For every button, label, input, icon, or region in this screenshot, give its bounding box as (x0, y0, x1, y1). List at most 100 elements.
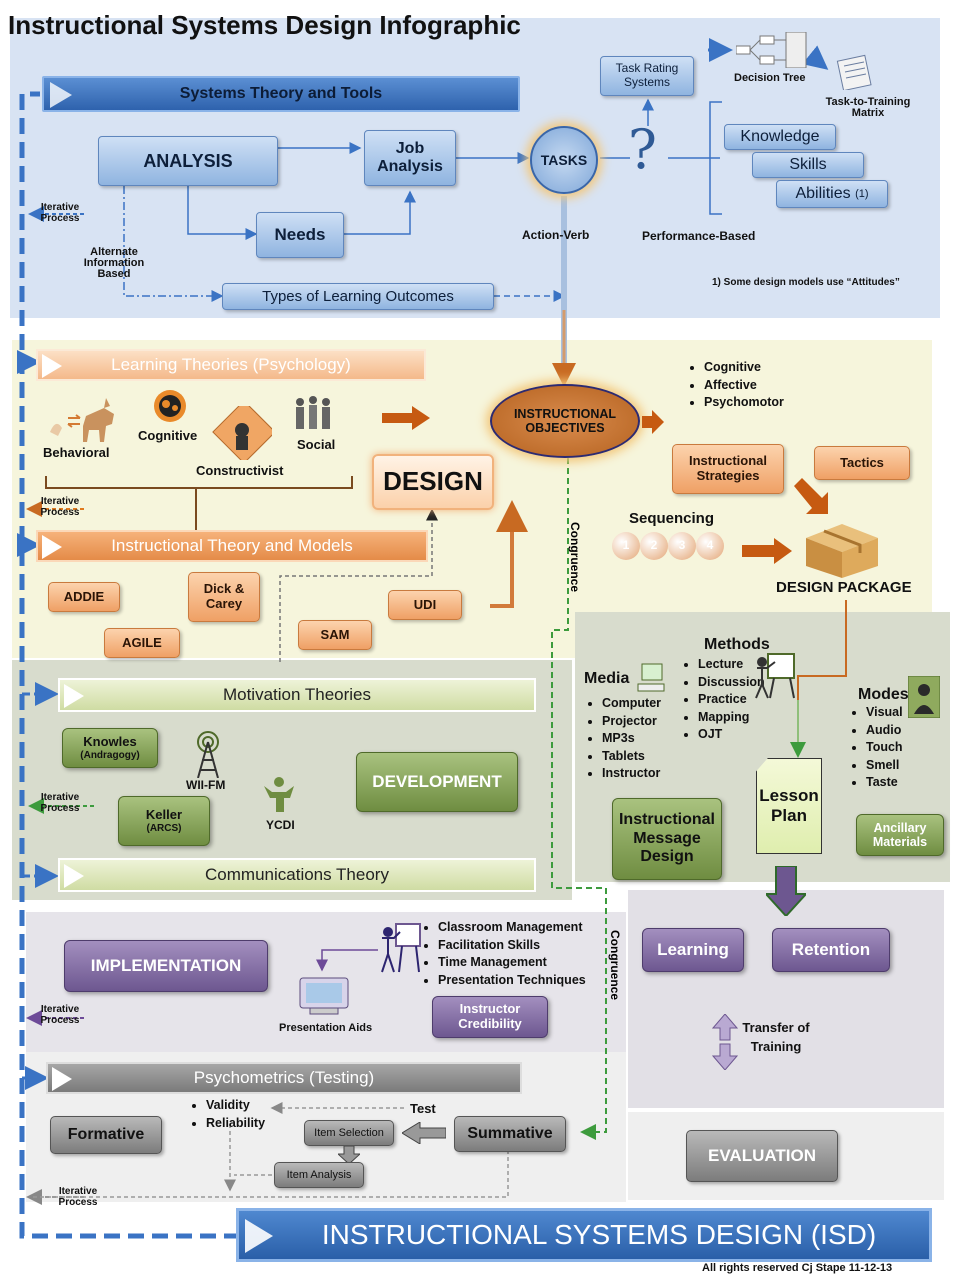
transfer-of-training-label: Transfer of Training (742, 1020, 810, 1054)
method-item: Discussion (698, 674, 765, 692)
test-label: Test (410, 1101, 436, 1116)
arrow-down-icon (336, 1145, 362, 1169)
validity-item: Validity (206, 1097, 265, 1115)
banner-motivation-theories: Motivation Theories (58, 678, 536, 712)
method-item: Mapping (698, 709, 765, 727)
task-rating-systems-box[interactable]: Task Rating Systems (600, 56, 694, 96)
media-item: MP3s (602, 730, 661, 748)
sequencing-balls: 1 2 3 4 (612, 532, 732, 560)
chevron-icon (42, 535, 62, 559)
domain-item: Cognitive (704, 359, 784, 377)
decision-tree-label: Decision Tree (734, 72, 806, 84)
modes-title: Modes (858, 686, 909, 703)
knowledge-box[interactable]: Knowledge (724, 124, 836, 150)
methods-title: Methods (704, 636, 770, 653)
learning-box[interactable]: Learning (642, 928, 744, 972)
chevron-icon (245, 1219, 273, 1253)
media-item: Tablets (602, 748, 661, 766)
sam-box[interactable]: SAM (298, 620, 372, 650)
evaluation-box[interactable]: EVALUATION (686, 1130, 838, 1182)
domains-list: Cognitive Affective Psychomotor (690, 359, 784, 412)
abilities-note: (1) (855, 187, 869, 200)
computer-icon (636, 662, 666, 694)
media-item: Instructor (602, 765, 661, 783)
instructor-credibility-box[interactable]: Instructor Credibility (432, 996, 548, 1038)
ycdi-label: YCDI (266, 818, 295, 832)
analysis-box[interactable]: ANALYSIS (98, 136, 278, 186)
knowles-box[interactable]: Knowles (Andragogy) (62, 728, 158, 768)
sequence-ball: 2 (640, 532, 668, 560)
mode-item: Audio (866, 722, 903, 740)
domain-item: Psychomotor (704, 394, 784, 412)
item-selection-box[interactable]: Item Selection (304, 1120, 394, 1146)
chevron-icon (52, 1067, 72, 1091)
question-icon: ? (628, 118, 657, 181)
ancillary-materials-box[interactable]: Ancillary Materials (856, 814, 944, 856)
chevron-icon (42, 354, 62, 378)
formative-box[interactable]: Formative (50, 1116, 162, 1154)
types-of-learning-outcomes-box[interactable]: Types of Learning Outcomes (222, 283, 494, 310)
media-title: Media (584, 670, 630, 687)
banner-label: Instructional Theory and Models (111, 536, 353, 555)
package-icon (802, 516, 882, 578)
arrow-down-icon (763, 865, 809, 921)
arrow-left-icon (401, 1121, 447, 1149)
sequence-ball: 1 (612, 532, 640, 560)
message-design-box[interactable]: Instructional Message Design (612, 798, 722, 880)
design-package-label: DESIGN PACKAGE (776, 579, 912, 596)
item-analysis-box[interactable]: Item Analysis (274, 1162, 364, 1188)
udi-box[interactable]: UDI (388, 590, 462, 620)
behavioral-label: Behavioral (43, 445, 110, 460)
chevron-icon (64, 684, 84, 708)
needs-box[interactable]: Needs (256, 212, 344, 258)
copyright: All rights reserved Cj Stape 11-12-13 (702, 1262, 893, 1274)
tasks-circle[interactable]: TASKS (530, 126, 598, 194)
development-box[interactable]: DEVELOPMENT (356, 752, 518, 812)
lesson-plan-box[interactable]: Lesson Plan (756, 758, 822, 854)
congruence-label-design: Congruence (568, 522, 582, 593)
instructional-objectives-ellipse[interactable]: INSTRUCTIONAL OBJECTIVES (490, 384, 640, 458)
skill-item: Classroom Management (438, 919, 586, 937)
domain-item: Affective (704, 377, 784, 395)
agile-box[interactable]: AGILE (104, 628, 180, 658)
social-label: Social (297, 437, 336, 452)
banner-psychometrics: Psychometrics (Testing) (46, 1062, 522, 1094)
iterative-label-implementation: Iterative Process (40, 1004, 80, 1026)
skills-box[interactable]: Skills (752, 152, 864, 178)
implementation-box[interactable]: IMPLEMENTATION (64, 940, 268, 992)
tactics-box[interactable]: Tactics (814, 446, 910, 480)
addie-box[interactable]: ADDIE (48, 582, 120, 612)
iterative-label-evaluation: Iterative Process (58, 1186, 98, 1208)
design-box[interactable]: DESIGN (372, 454, 494, 510)
methods-list: Lecture Discussion Practice Mapping OJT (684, 656, 765, 744)
ycdi-icon (262, 776, 296, 814)
retention-box[interactable]: Retention (772, 928, 890, 972)
abilities-label: Abilities (795, 184, 851, 202)
media-item: Computer (602, 695, 661, 713)
footnote-attitudes: 1) Some design models use “Attitudes” (712, 277, 900, 288)
social-icon (290, 394, 336, 434)
summative-box[interactable]: Summative (454, 1116, 566, 1152)
knowles-sub: (Andragogy) (80, 749, 140, 761)
arrow-right-icon (382, 406, 430, 435)
sequence-ball: 3 (668, 532, 696, 560)
cognitive-label: Cognitive (138, 428, 198, 443)
presenter-icon (376, 920, 422, 976)
arrow-down-right-icon (790, 474, 834, 523)
mode-item: Visual (866, 704, 903, 722)
dick-carey-box[interactable]: Dick & Carey (188, 572, 260, 622)
method-item: Lecture (698, 656, 765, 674)
keller-box[interactable]: Keller (ARCS) (118, 796, 210, 846)
performance-based-label: Performance-Based (642, 229, 756, 243)
chevron-icon (64, 864, 84, 888)
behavioral-icon (42, 396, 128, 444)
sequence-ball: 4 (696, 532, 724, 560)
job-analysis-box[interactable]: Job Analysis (364, 130, 456, 186)
arrow-right-icon (642, 410, 664, 439)
skill-item: Facilitation Skills (438, 937, 586, 955)
instructional-strategies-box[interactable]: Instructional Strategies (672, 444, 784, 494)
method-item: OJT (698, 726, 765, 744)
abilities-box[interactable]: Abilities (1) (776, 180, 888, 208)
mode-item: Taste (866, 774, 903, 792)
banner-label: Systems Theory and Tools (179, 85, 383, 102)
